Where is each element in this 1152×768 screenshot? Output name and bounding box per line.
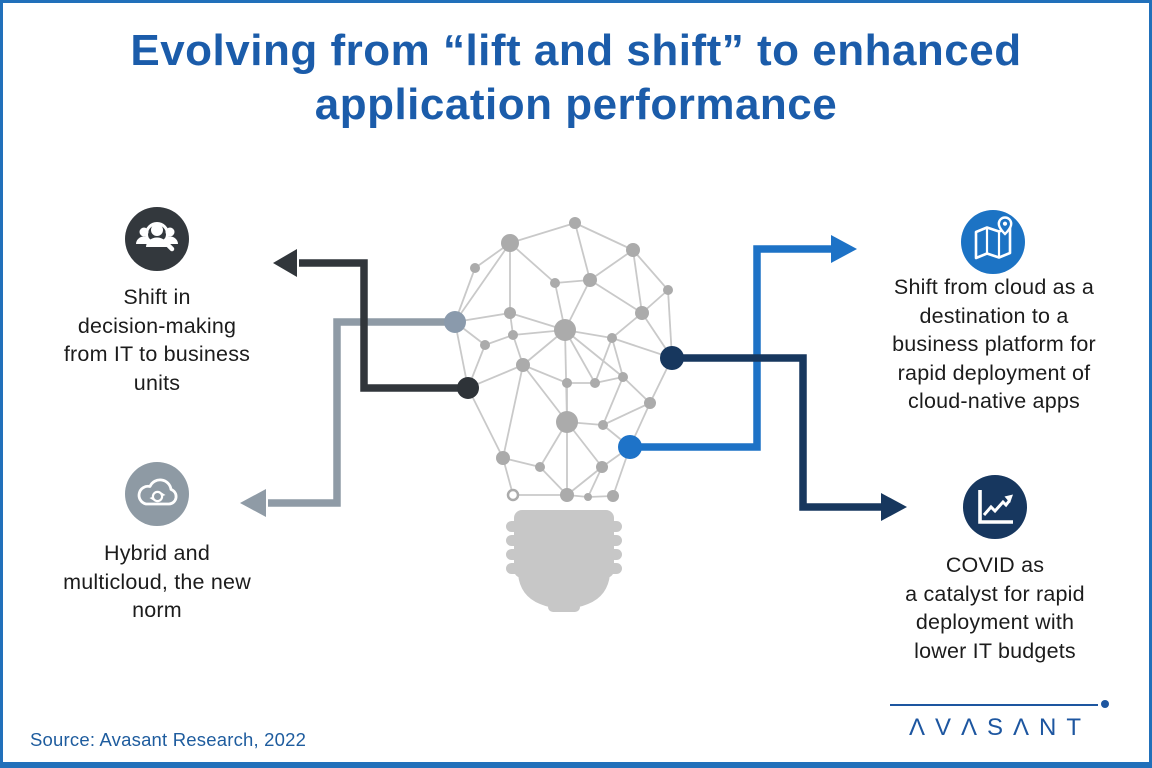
callout-bottom-left-text: Hybrid and multicloud, the new norm — [63, 541, 251, 622]
network-edge — [522, 364, 568, 423]
network-node — [607, 333, 617, 343]
callout-top-right-text: Shift from cloud as a destination to a b… — [892, 275, 1096, 413]
network-nodes — [444, 217, 684, 502]
connector-bottom-left-arrow — [240, 318, 455, 517]
connector-bottom-right-arrow — [672, 354, 907, 521]
network-node — [470, 263, 480, 273]
network-edge — [522, 364, 568, 384]
network-edge — [509, 222, 576, 244]
network-node — [562, 378, 572, 388]
logo-rule-line — [890, 704, 1098, 706]
network-edge — [632, 249, 669, 291]
network-node — [618, 372, 628, 382]
logo-wordmark: ΛVΛSΛNT — [908, 714, 1092, 741]
network-node — [598, 420, 608, 430]
network-node-accent — [660, 346, 684, 370]
network-node — [480, 340, 490, 350]
line-chart-icon — [963, 475, 1027, 539]
network-edge — [566, 466, 603, 496]
people-search-icon — [125, 207, 189, 271]
network-node — [590, 378, 600, 388]
connector-arrows — [240, 235, 907, 521]
network-node-accent — [457, 377, 479, 399]
network-node — [504, 307, 516, 319]
network-node — [635, 306, 649, 320]
map-pin-icon — [961, 210, 1025, 274]
connector-top-right-arrow — [630, 235, 857, 451]
network-node — [607, 490, 619, 502]
network-edge — [574, 222, 634, 251]
network-node — [556, 411, 578, 433]
network-node — [550, 278, 560, 288]
network-node — [496, 451, 510, 465]
network-node — [569, 217, 581, 229]
network-node-accent — [618, 435, 642, 459]
network-node — [560, 488, 574, 502]
connector-top-left-arrow — [273, 249, 468, 392]
network-node — [626, 243, 640, 257]
network-edge — [564, 329, 624, 378]
source-credit: Source: Avasant Research, 2022 — [30, 729, 307, 750]
page-title: Evolving from “lift and shift” to enhanc… — [130, 26, 1022, 129]
logo-dot — [1101, 700, 1109, 708]
network-edge — [454, 321, 469, 389]
network-edge — [602, 376, 624, 426]
network-edge — [509, 242, 556, 284]
network-edge — [502, 364, 524, 459]
network-node — [596, 461, 608, 473]
cloud-sync-icon — [125, 462, 189, 526]
network-node-accent — [444, 311, 466, 333]
network-node — [535, 462, 545, 472]
avasant-logo: ΛVΛSΛNT — [878, 692, 1122, 754]
network-edge — [589, 249, 634, 281]
network-node — [506, 488, 520, 502]
network-node — [508, 330, 518, 340]
network-edge — [611, 337, 624, 378]
network-edge — [574, 222, 591, 281]
network-edge — [454, 242, 511, 323]
network-edge — [602, 402, 651, 426]
network-edge — [594, 337, 613, 384]
callout-top-left-text: Shift in decision-making from IT to busi… — [63, 285, 251, 395]
network-edge — [589, 279, 643, 314]
network-node — [663, 285, 673, 295]
network-node — [584, 493, 592, 501]
network-node — [554, 319, 576, 341]
network-edge — [467, 387, 504, 459]
callout-bottom-right-text: COVID as a catalyst for rapid deployment… — [905, 553, 1085, 663]
bulb-base — [506, 510, 622, 612]
network-edges — [454, 222, 673, 498]
network-node — [583, 273, 597, 287]
network-edge — [632, 249, 643, 314]
network-node — [501, 234, 519, 252]
network-node — [516, 358, 530, 372]
network-edge — [622, 376, 651, 404]
network-node — [644, 397, 656, 409]
